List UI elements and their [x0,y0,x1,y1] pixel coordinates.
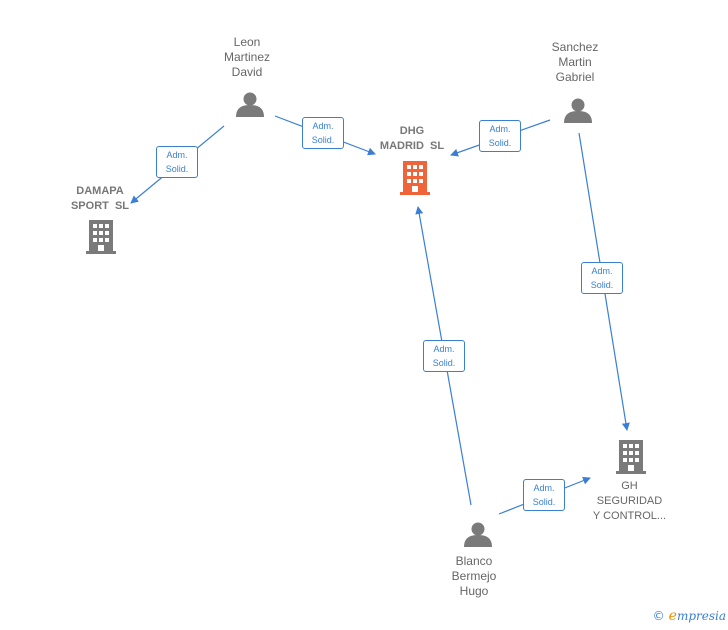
edge-label-blanco-gh[interactable]: Adm. Solid. [523,479,565,511]
edge-label-line2: Solid. [165,164,189,174]
label-line: SPORT SL [70,200,130,212]
edge-label-line2: Solid. [311,135,335,145]
label-line: David [231,65,263,79]
edge-label-line2: Solid. [488,138,512,148]
edge-label-blanco-dhg[interactable]: Adm. Solid. [423,340,465,372]
label-line: Gabriel [555,70,595,84]
edge-label-line2: Solid. [532,497,556,507]
brand-logo-text: mpresia [676,609,726,623]
label-line: MADRID SL [379,140,445,152]
edge-label-sanchez-dhg[interactable]: Adm. Solid. [479,120,521,152]
edge-label-line2: Solid. [590,280,614,290]
label-line: Hugo [459,584,489,598]
label-line: SEGURIDAD [596,495,663,507]
edge-label-line1: Adm. [533,483,555,493]
edge-label-leon-damapa[interactable]: Adm. Solid. [156,146,198,178]
edge-label-line1: Adm. [166,150,188,160]
person-label-blanco[interactable]: Blanco Bermejo Hugo [434,554,514,599]
edge-label-leon-dhg[interactable]: Adm. Solid. [302,117,344,149]
label-line: Blanco [455,554,493,568]
person-icon[interactable] [236,92,264,118]
label-line: DAMAPA [76,185,124,197]
label-line: GH [621,480,638,492]
brand-logo-initial: e [668,608,677,624]
company-label-dhg[interactable]: DHG MADRID SL [362,124,462,154]
building-icon[interactable] [616,440,646,474]
copyright-brand: ©empresia [653,608,726,624]
building-icon[interactable] [86,220,116,254]
edge-label-sanchez-gh[interactable]: Adm. Solid. [581,262,623,294]
label-line: Martinez [223,50,270,64]
building-icon-focus[interactable] [400,161,430,195]
person-label-leon[interactable]: Leon Martinez David [207,35,287,80]
copyright-icon: © [652,609,665,623]
company-label-gh[interactable]: GH SEGURIDAD Y CONTROL... [582,479,677,524]
edge-label-line1: Adm. [489,124,511,134]
label-line: Martin [558,55,592,69]
label-line: Bermejo [451,569,497,583]
label-line: Y CONTROL... [592,510,667,522]
label-line: DHG [399,125,425,137]
person-icon[interactable] [564,98,592,124]
label-line: Sanchez [551,40,599,54]
company-label-damapa[interactable]: DAMAPA SPORT SL [55,184,145,214]
edge-label-line1: Adm. [591,266,613,276]
label-line: Leon [233,35,261,49]
person-icon[interactable] [464,522,492,548]
edge-label-line1: Adm. [312,121,334,131]
edge-label-line2: Solid. [432,358,456,368]
edge-label-line1: Adm. [433,344,455,354]
person-label-sanchez[interactable]: Sanchez Martin Gabriel [535,40,615,85]
